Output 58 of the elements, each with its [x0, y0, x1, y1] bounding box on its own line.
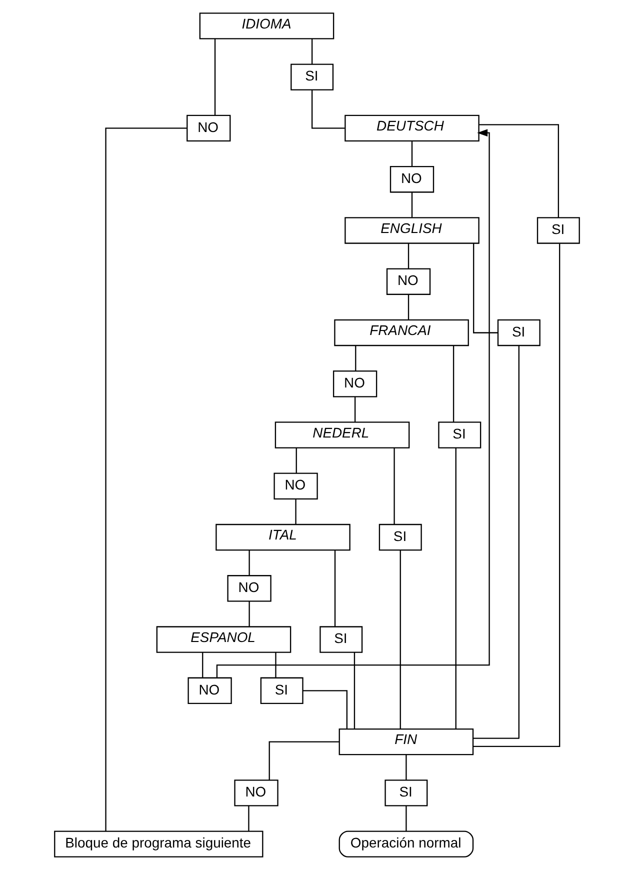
- node-box: NO: [386, 268, 431, 295]
- connector: [105, 128, 187, 832]
- node-box: NO: [227, 575, 272, 602]
- connector: [248, 601, 250, 626]
- node-box: Bloque de programa siguiente: [54, 830, 264, 858]
- connector: [406, 806, 407, 831]
- node-box: SI: [260, 677, 304, 704]
- connector: [479, 124, 560, 218]
- node-box: NO: [234, 780, 278, 806]
- connector: [302, 690, 348, 729]
- node-box: NEDERL: [274, 422, 410, 448]
- connector: [408, 294, 410, 320]
- node-box: SI: [290, 64, 334, 90]
- node-box: Operación normal: [338, 830, 474, 858]
- node-box: DEUTSCH: [344, 114, 480, 142]
- connector: [311, 38, 313, 64]
- node-box: SI: [536, 217, 580, 244]
- connector: [334, 550, 336, 627]
- connector: [275, 652, 276, 678]
- connector: [473, 346, 520, 739]
- connector: [411, 192, 413, 218]
- node-box: IDIOMA: [199, 12, 334, 40]
- connector: [214, 38, 216, 116]
- connector: [311, 90, 345, 129]
- node-box: ITAL: [216, 524, 350, 551]
- node-box: FIN: [338, 728, 474, 756]
- connector: [354, 396, 356, 422]
- connector: [411, 141, 413, 166]
- connector: [202, 652, 204, 678]
- node-box: NO: [186, 114, 231, 142]
- connector: [355, 346, 356, 371]
- connector: [354, 652, 356, 729]
- node-box: SI: [320, 626, 363, 653]
- node-box: ESPANOL: [156, 626, 292, 653]
- node-box: NO: [332, 370, 378, 398]
- connector: [408, 243, 410, 269]
- node-box: ENGLISH: [344, 217, 480, 244]
- connector: [473, 244, 560, 748]
- node-box: SI: [378, 524, 422, 551]
- node-box: FRANCAI: [334, 319, 469, 346]
- node-box: SI: [497, 319, 540, 346]
- connector: [473, 243, 498, 334]
- node-box: NO: [188, 677, 232, 704]
- node-box: NO: [274, 472, 318, 500]
- connector: [400, 550, 401, 729]
- connector: [452, 346, 454, 422]
- arrow: [216, 129, 490, 678]
- connector: [248, 806, 250, 831]
- connector: [406, 754, 407, 780]
- node-box: SI: [384, 780, 428, 806]
- connector: [296, 448, 297, 474]
- connector: [248, 550, 250, 576]
- connector: [268, 741, 339, 780]
- node-box: NO: [390, 166, 434, 193]
- node-box: SI: [438, 422, 482, 448]
- connector: [394, 448, 395, 524]
- connector: [295, 499, 296, 524]
- connector: [455, 448, 456, 729]
